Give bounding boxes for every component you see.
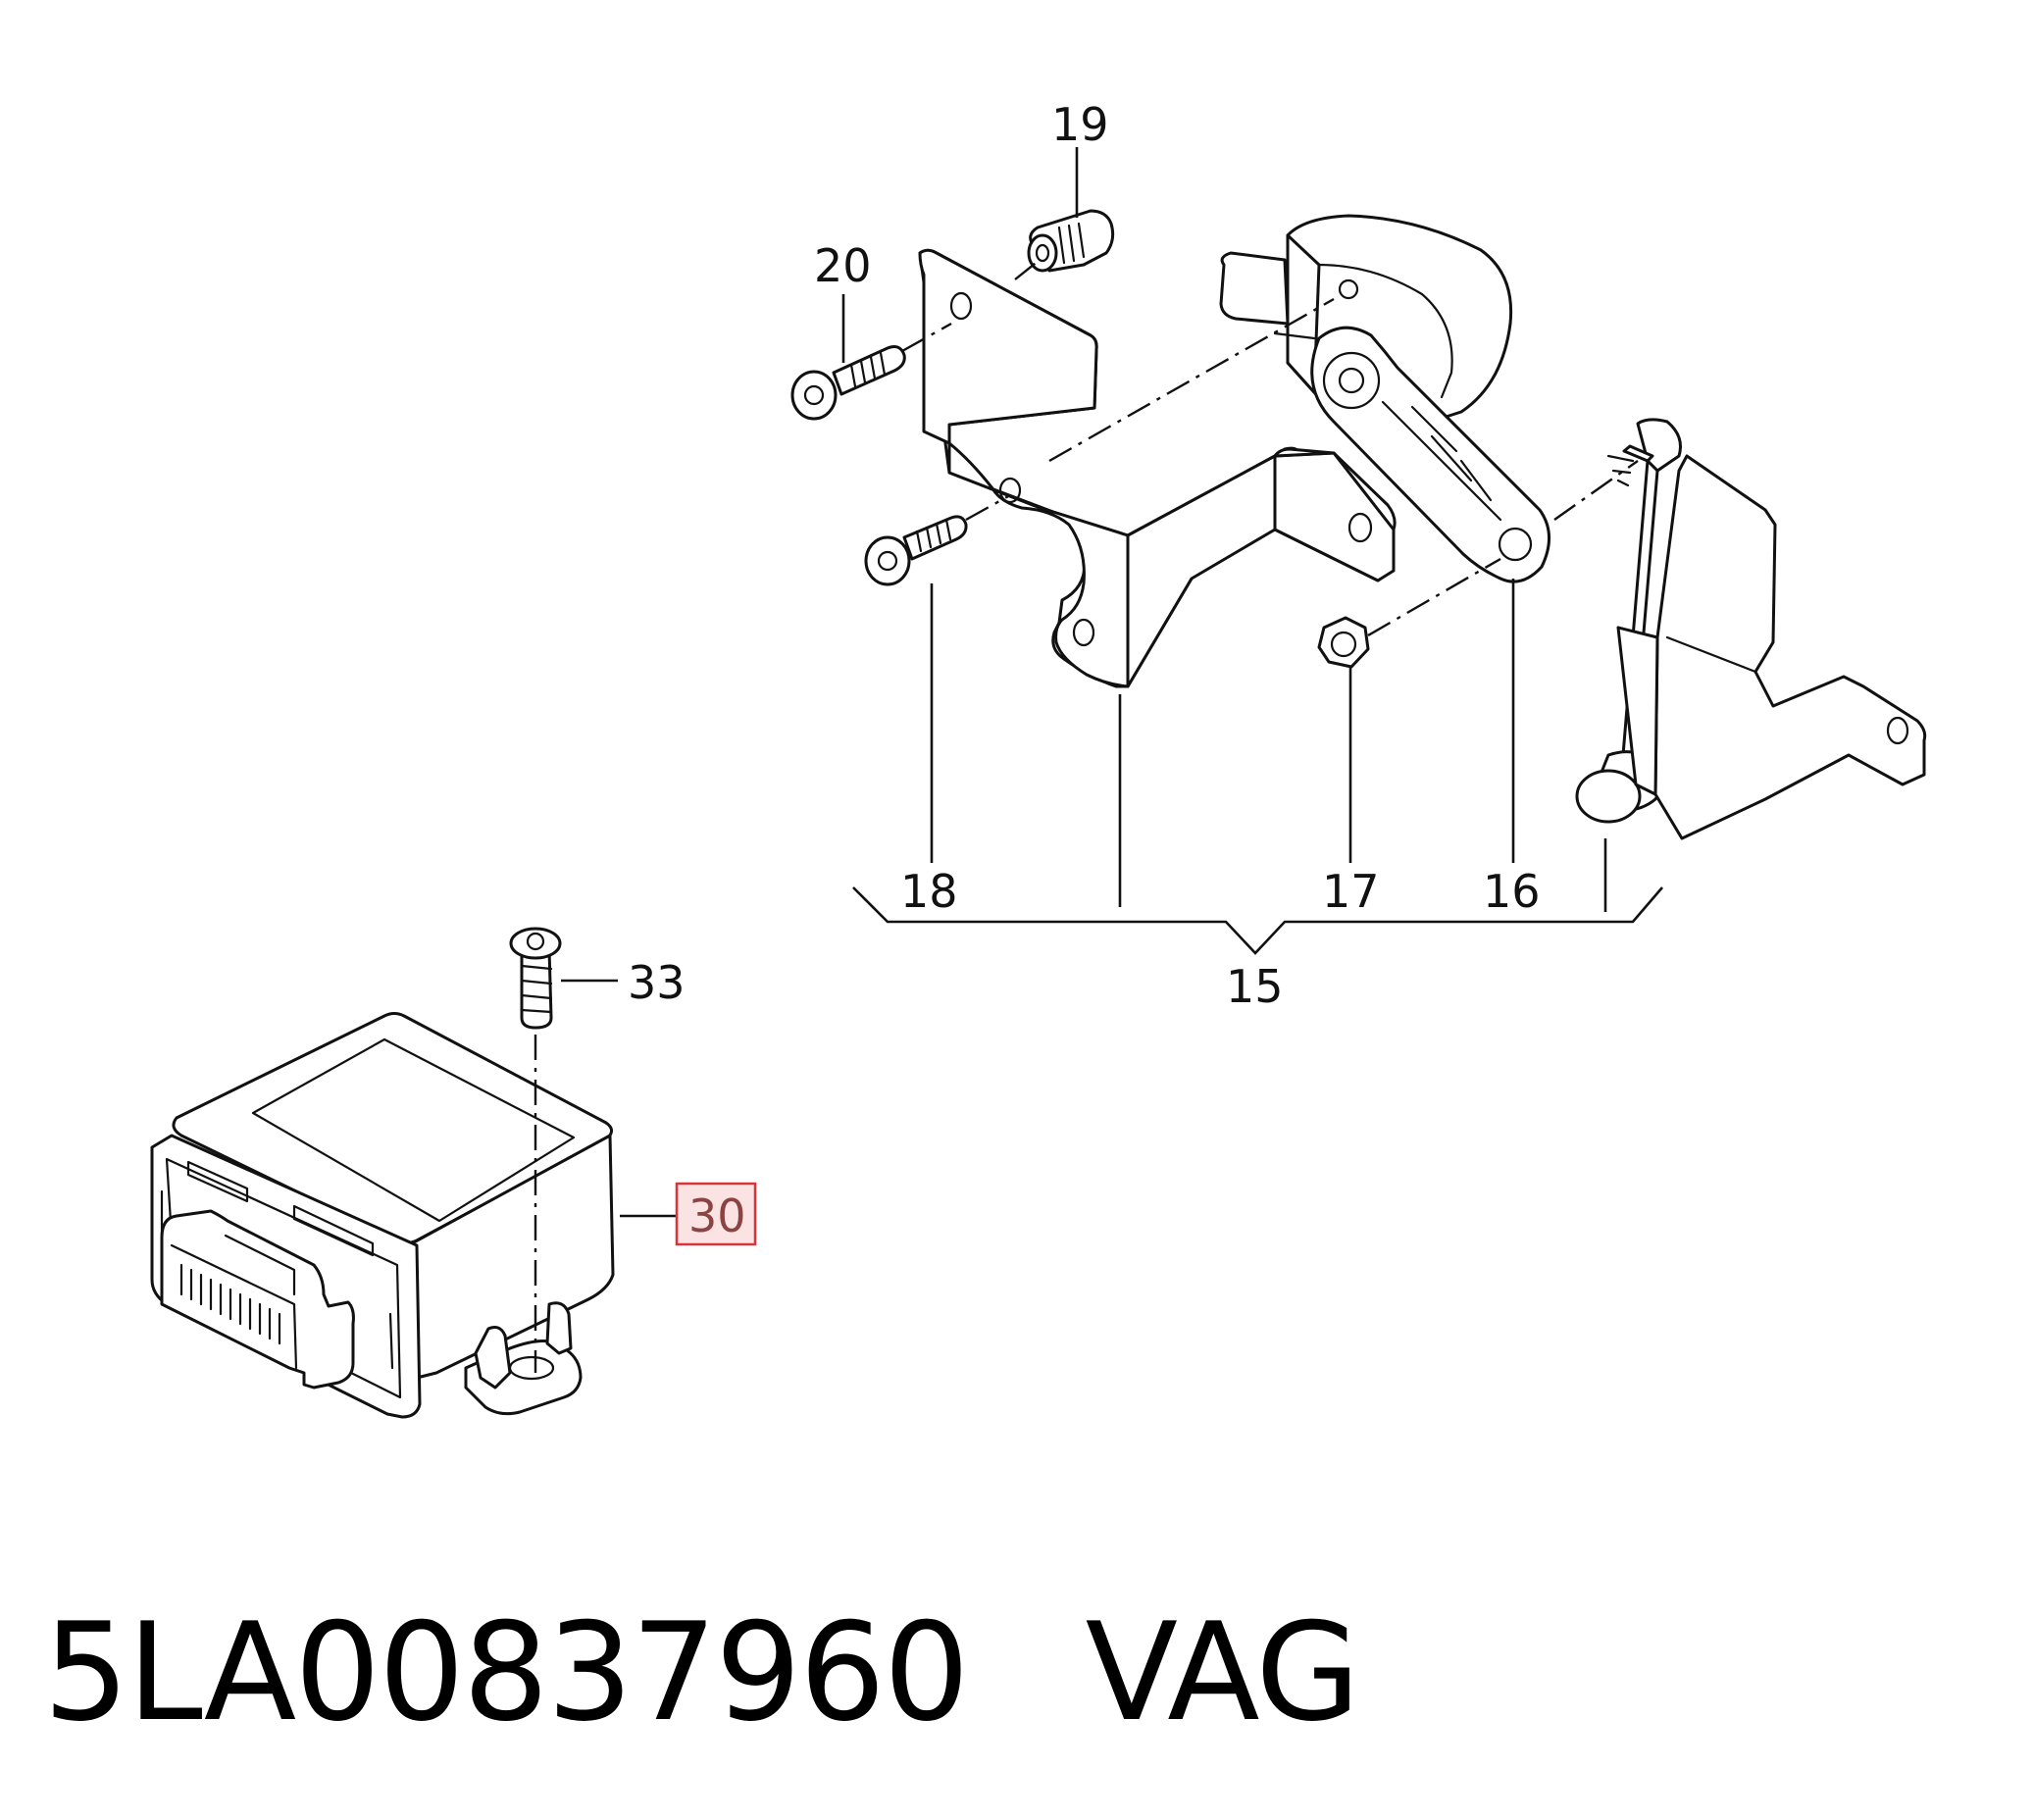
- control-unit: [152, 1014, 613, 1418]
- callout-19[interactable]: 19: [1051, 98, 1109, 151]
- highlight-box-30[interactable]: [677, 1184, 755, 1244]
- bolt-33: [511, 929, 560, 1028]
- nut: [1319, 618, 1368, 667]
- rivet-bolt: [1029, 211, 1113, 271]
- callout-30[interactable]: 30: [688, 1189, 746, 1242]
- bolt-20: [792, 347, 904, 419]
- callout-15[interactable]: 15: [1226, 960, 1284, 1013]
- callout-16[interactable]: 16: [1483, 865, 1541, 918]
- level-sensor-assembly: [792, 211, 1925, 838]
- leader-lines-bottom: [561, 981, 677, 1216]
- callout-17[interactable]: 17: [1322, 865, 1380, 918]
- callout-20[interactable]: 20: [814, 239, 872, 292]
- bolt-18: [866, 517, 966, 584]
- lever-arm: [1312, 328, 1550, 581]
- level-sensor-housing: [1221, 216, 1511, 436]
- callout-33[interactable]: 33: [628, 956, 686, 1009]
- part-number: 5LA00837960: [43, 1593, 970, 1751]
- footer-caption: 5LA00837960 VAG: [43, 1593, 1360, 1751]
- mounting-bracket: [920, 250, 1395, 686]
- brand-name: VAG: [1085, 1593, 1360, 1751]
- leader-lines-top: [843, 147, 1662, 953]
- callout-18[interactable]: 18: [900, 865, 958, 918]
- rear-bracket: [1618, 456, 1925, 838]
